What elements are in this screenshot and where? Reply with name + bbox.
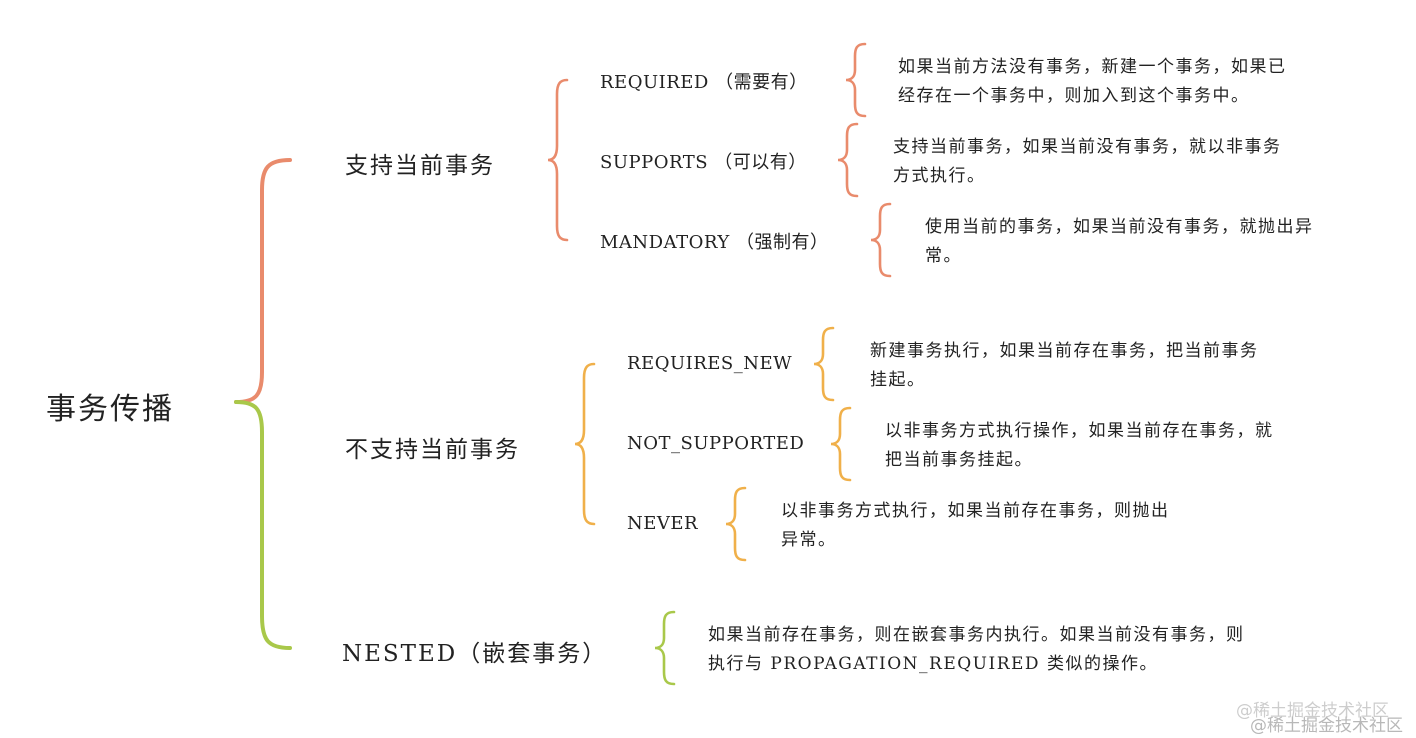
- desc-mandatory-line-1: 使用当前的事务，如果当前没有事务，就抛出异: [925, 217, 1314, 237]
- desc-requires-new-line-2: 挂起。: [870, 370, 926, 390]
- supports-brace: [837, 122, 859, 198]
- desc-never-line-1: 以非事务方式执行，如果当前存在事务，则抛出: [781, 501, 1170, 521]
- desc-mandatory: 使用当前的事务，如果当前没有事务，就抛出异 常。: [925, 213, 1314, 271]
- desc-required-line-2: 经存在一个事务中，则加入到这个事务中。: [898, 86, 1250, 106]
- support-category-label: 支持当前事务: [345, 153, 495, 179]
- requires-new-brace: [813, 326, 835, 402]
- desc-nested-line-2: 执行与 PROPAGATION_REQUIRED 类似的操作。: [708, 654, 1158, 674]
- desc-not-supported-line-1: 以非事务方式执行操作，如果当前存在事务，就: [885, 421, 1274, 441]
- nested-category-label: NESTED（嵌套事务）: [342, 641, 608, 667]
- nested-brace: [654, 610, 676, 686]
- desc-never-line-2: 异常。: [781, 530, 837, 550]
- desc-supports: 支持当前事务，如果当前没有事务，就以非事务 方式执行。: [893, 133, 1282, 191]
- desc-not-supported: 以非事务方式执行操作，如果当前存在事务，就 把当前事务挂起。: [885, 417, 1274, 475]
- desc-never: 以非事务方式执行，如果当前存在事务，则抛出 异常。: [781, 497, 1170, 555]
- option-mandatory: MANDATORY （强制有）: [600, 232, 829, 253]
- desc-supports-line-2: 方式执行。: [893, 166, 986, 186]
- required-brace: [845, 42, 867, 118]
- desc-required: 如果当前方法没有事务，新建一个事务，如果已 经存在一个事务中，则加入到这个事务中…: [898, 53, 1287, 111]
- desc-supports-line-1: 支持当前事务，如果当前没有事务，就以非事务: [893, 137, 1282, 157]
- root-label: 事务传播: [46, 392, 174, 427]
- desc-required-line-1: 如果当前方法没有事务，新建一个事务，如果已: [898, 57, 1287, 77]
- desc-requires-new: 新建事务执行，如果当前存在事务，把当前事务 挂起。: [870, 337, 1259, 395]
- desc-mandatory-line-2: 常。: [925, 246, 962, 266]
- support-category-brace: [547, 78, 569, 242]
- option-requires-new: REQUIRES_NEW: [627, 353, 793, 374]
- option-not-supported: NOT_SUPPORTED: [627, 433, 805, 454]
- never-brace: [725, 486, 747, 562]
- mandatory-brace: [870, 202, 892, 278]
- option-required: REQUIRED （需要有）: [600, 72, 808, 93]
- root-brace-support: [234, 158, 292, 404]
- desc-nested: 如果当前存在事务，则在嵌套事务内执行。如果当前没有事务，则 执行与 PROPAG…: [708, 621, 1245, 679]
- option-never: NEVER: [627, 513, 699, 534]
- option-supports: SUPPORTS （可以有）: [600, 152, 807, 173]
- unsupport-category-label: 不支持当前事务: [345, 437, 520, 463]
- watermark-back: @稀土掘金技术社区: [1236, 701, 1389, 721]
- desc-requires-new-line-1: 新建事务执行，如果当前存在事务，把当前事务: [870, 341, 1259, 361]
- desc-nested-line-1: 如果当前存在事务，则在嵌套事务内执行。如果当前没有事务，则: [708, 625, 1245, 645]
- watermark-front: @稀土掘金技术社区: [1250, 716, 1403, 736]
- not-supported-brace: [830, 406, 852, 482]
- desc-not-supported-line-2: 把当前事务挂起。: [885, 450, 1033, 470]
- root-brace-nested: [234, 400, 292, 650]
- unsupport-category-brace: [574, 362, 596, 526]
